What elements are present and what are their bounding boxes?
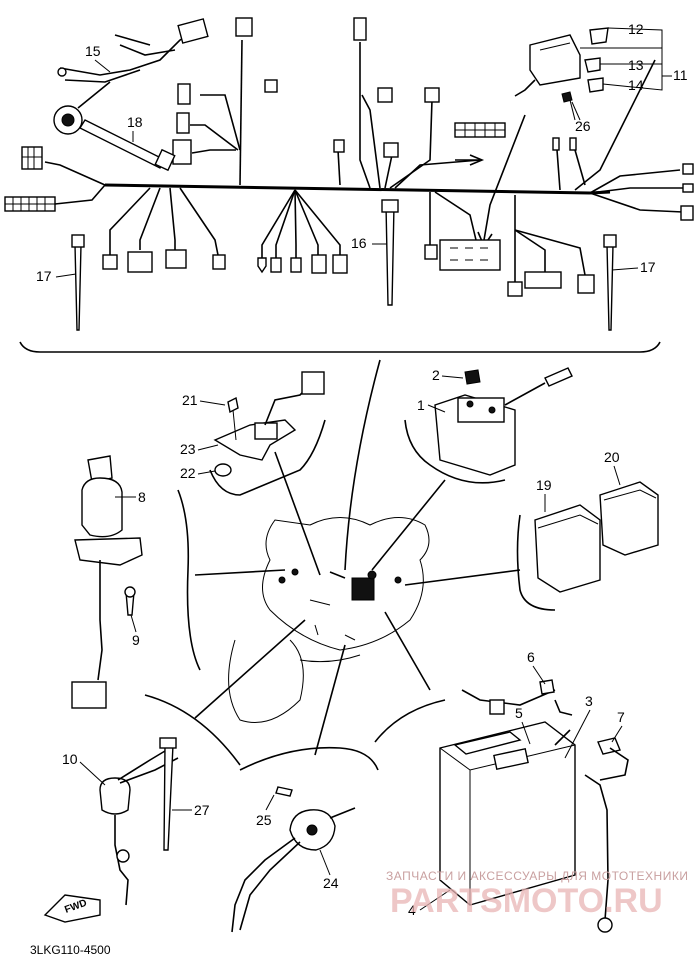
- callout-21: 21: [182, 392, 198, 408]
- callout-16: 16: [351, 235, 367, 251]
- callout-11: 11: [673, 67, 688, 83]
- callout-13: 13: [628, 57, 644, 73]
- callout-15: 15: [85, 43, 101, 59]
- callout-12: 12: [628, 21, 644, 37]
- cable-tie-27-head: [159, 737, 177, 749]
- callout-8: 8: [138, 489, 146, 505]
- callout-9: 9: [132, 632, 140, 648]
- cable-tie-27: [163, 744, 174, 851]
- callout-6: 6: [527, 649, 535, 665]
- callout-27: 27: [194, 802, 210, 818]
- ignition-switch-8: [71, 455, 143, 709]
- callout-24: 24: [323, 875, 339, 891]
- callout-18: 18: [127, 114, 143, 130]
- flasher-10: [99, 744, 179, 906]
- callout-7: 7: [617, 709, 625, 725]
- neutral-switch-24: [231, 786, 356, 933]
- leader-lines: [194, 359, 521, 756]
- cable-ties-16-17: [71, 199, 617, 331]
- fuse-box-11: [514, 27, 663, 121]
- battery-4: [439, 679, 629, 933]
- callout-19: 19: [536, 477, 552, 493]
- callout-3: 3: [585, 693, 593, 709]
- group-brackets: [144, 419, 556, 771]
- callout-20: 20: [604, 449, 620, 465]
- wire-harness: [44, 39, 684, 282]
- callout-22: 22: [180, 465, 196, 481]
- starter-relay-1: [434, 367, 573, 476]
- callout-5: 5: [515, 705, 523, 721]
- forward-arrow: [43, 894, 101, 923]
- callout-1: 1: [417, 397, 425, 413]
- callout-17a: 17: [36, 268, 52, 284]
- harness-bracket: [19, 341, 661, 353]
- diagram-code: 3LKG110-4500: [30, 943, 111, 957]
- callout-23: 23: [180, 441, 196, 457]
- relays-19-20: [534, 481, 659, 593]
- sub-lead-15: [53, 18, 209, 135]
- harness-connectors: [4, 17, 694, 297]
- callout-25: 25: [256, 812, 272, 828]
- callout-26: 26: [575, 118, 591, 134]
- callout-4: 4: [408, 902, 416, 918]
- frame-silhouette: [228, 517, 430, 723]
- callout-2: 2: [432, 367, 440, 383]
- watermark-brand: PARTSMOTO.RU: [390, 882, 663, 920]
- callout-14: 14: [628, 77, 644, 93]
- relay-bracket-23: [213, 371, 325, 477]
- cable-tie-18: [78, 119, 176, 172]
- callout-10: 10: [62, 751, 78, 767]
- callout-labels: 1 2 3 4 5 6 7 8 9 10 11 12 13 14 15 16 1…: [36, 21, 688, 918]
- callout-17b: 17: [640, 259, 656, 275]
- watermark-tagline: ЗАПЧАСТИ И АКСЕССУАРЫ ДЛЯ МОТОТЕХНИКИ: [386, 869, 688, 883]
